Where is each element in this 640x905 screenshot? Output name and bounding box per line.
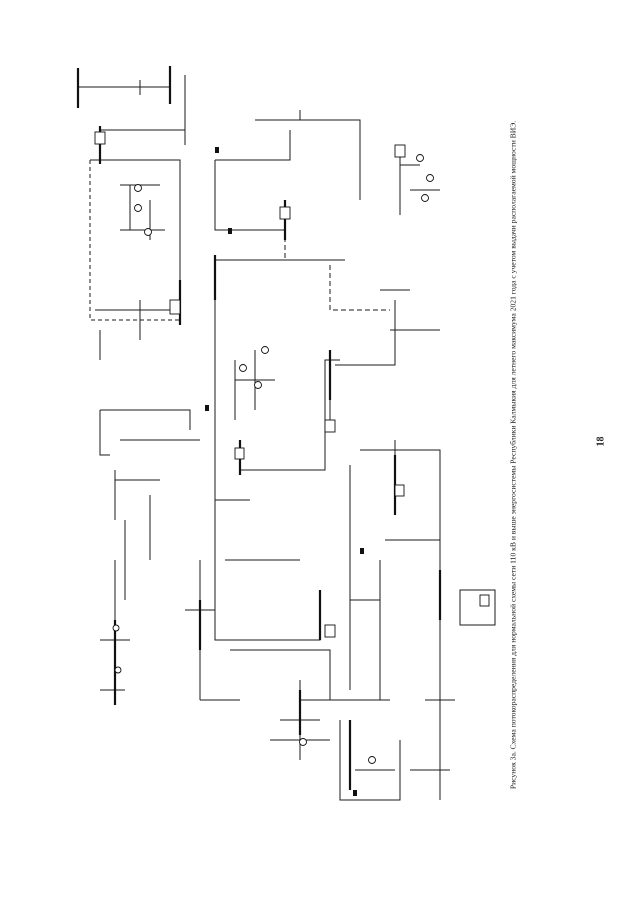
page-number: 18 bbox=[595, 436, 607, 447]
bus-bars bbox=[76, 66, 442, 790]
switches bbox=[205, 147, 364, 796]
figure-caption: Рисунок 3а. Схема потокораспределения дл… bbox=[508, 120, 518, 790]
equipment-symbols bbox=[94, 131, 490, 764]
